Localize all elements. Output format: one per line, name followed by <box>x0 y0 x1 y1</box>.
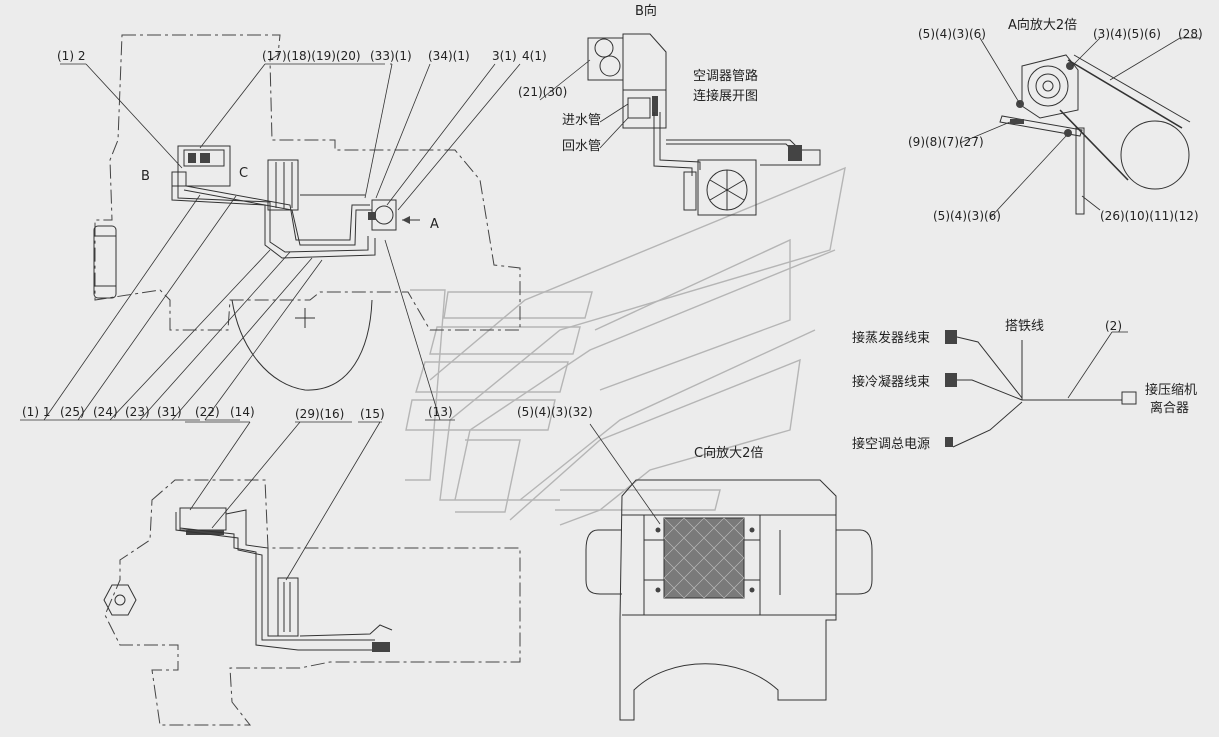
label-31: (31) <box>157 405 182 419</box>
a-view-title: A向放大2倍 <box>1008 17 1077 33</box>
label-5-4-3-6-bottom: (5)(4)(3)(6) <box>933 209 1001 223</box>
label-4-1: 4(1) <box>522 49 547 63</box>
label-a-marker: A <box>430 217 439 232</box>
label-29-16: (29)(16) <box>295 407 344 421</box>
label-17-18-19-20: (17)(18)(19)(20) <box>262 49 361 63</box>
caption-ac-power: 接空调总电源 <box>852 436 930 452</box>
caption-ac-piping-line2: 连接展开图 <box>693 88 758 104</box>
a-view-compressor-detail <box>959 37 1200 219</box>
label-1-1: (1) 1 <box>22 405 50 419</box>
caption-water-return: 回水管 <box>562 139 601 154</box>
label-15: (15) <box>360 407 385 421</box>
label-3-1: 3(1) <box>492 49 517 63</box>
label-9-8-7-27: (9)(8)(7)(27) <box>908 135 984 149</box>
b-view-piping-diagram <box>539 33 821 216</box>
caption-water-inlet: 进水管 <box>562 113 601 128</box>
caption-evaporator-harness: 接蒸发器线束 <box>852 330 930 346</box>
b-view-title: B向 <box>635 3 657 19</box>
label-21-30: (21)(30) <box>518 85 567 99</box>
label-1-2: (1) 2 <box>57 49 85 63</box>
wiring-harness-diagram <box>945 330 1137 448</box>
caption-compressor-clutch-line2: 离合器 <box>1150 400 1189 416</box>
label-22: (22) <box>195 405 220 419</box>
label-5-4-3-32: (5)(4)(3)(32) <box>517 405 593 419</box>
caption-condenser-harness: 接冷凝器线束 <box>852 374 930 390</box>
label-3-4-5-6: (3)(4)(5)(6) <box>1093 27 1161 41</box>
label-c-marker: C <box>239 166 248 181</box>
label-34-1: (34)(1) <box>428 49 470 63</box>
c-view-title: C向放大2倍 <box>694 445 763 461</box>
label-2: (2) <box>1105 319 1122 333</box>
main-view-leaders <box>20 63 521 421</box>
main-vehicle-view <box>93 34 521 391</box>
c-view-condenser-detail <box>585 423 873 721</box>
label-33-1: (33)(1) <box>370 49 412 63</box>
bottom-plan-view <box>103 421 521 726</box>
background-logo-watermark <box>405 166 846 526</box>
caption-compressor-clutch-line1: 接压缩机 <box>1145 382 1197 398</box>
label-26-10-11-12: (26)(10)(11)(12) <box>1100 209 1199 223</box>
label-25: (25) <box>60 405 85 419</box>
label-b-marker: B <box>141 169 150 184</box>
caption-ground-wire: 搭铁线 <box>1005 318 1044 334</box>
label-23: (23) <box>125 405 150 419</box>
caption-ac-piping-line1: 空调器管路 <box>693 68 758 84</box>
label-13: (13) <box>428 405 453 419</box>
label-5-4-3-6-top: (5)(4)(3)(6) <box>918 27 986 41</box>
label-28: (28) <box>1178 27 1203 41</box>
label-24: (24) <box>93 405 118 419</box>
label-14: (14) <box>230 405 255 419</box>
